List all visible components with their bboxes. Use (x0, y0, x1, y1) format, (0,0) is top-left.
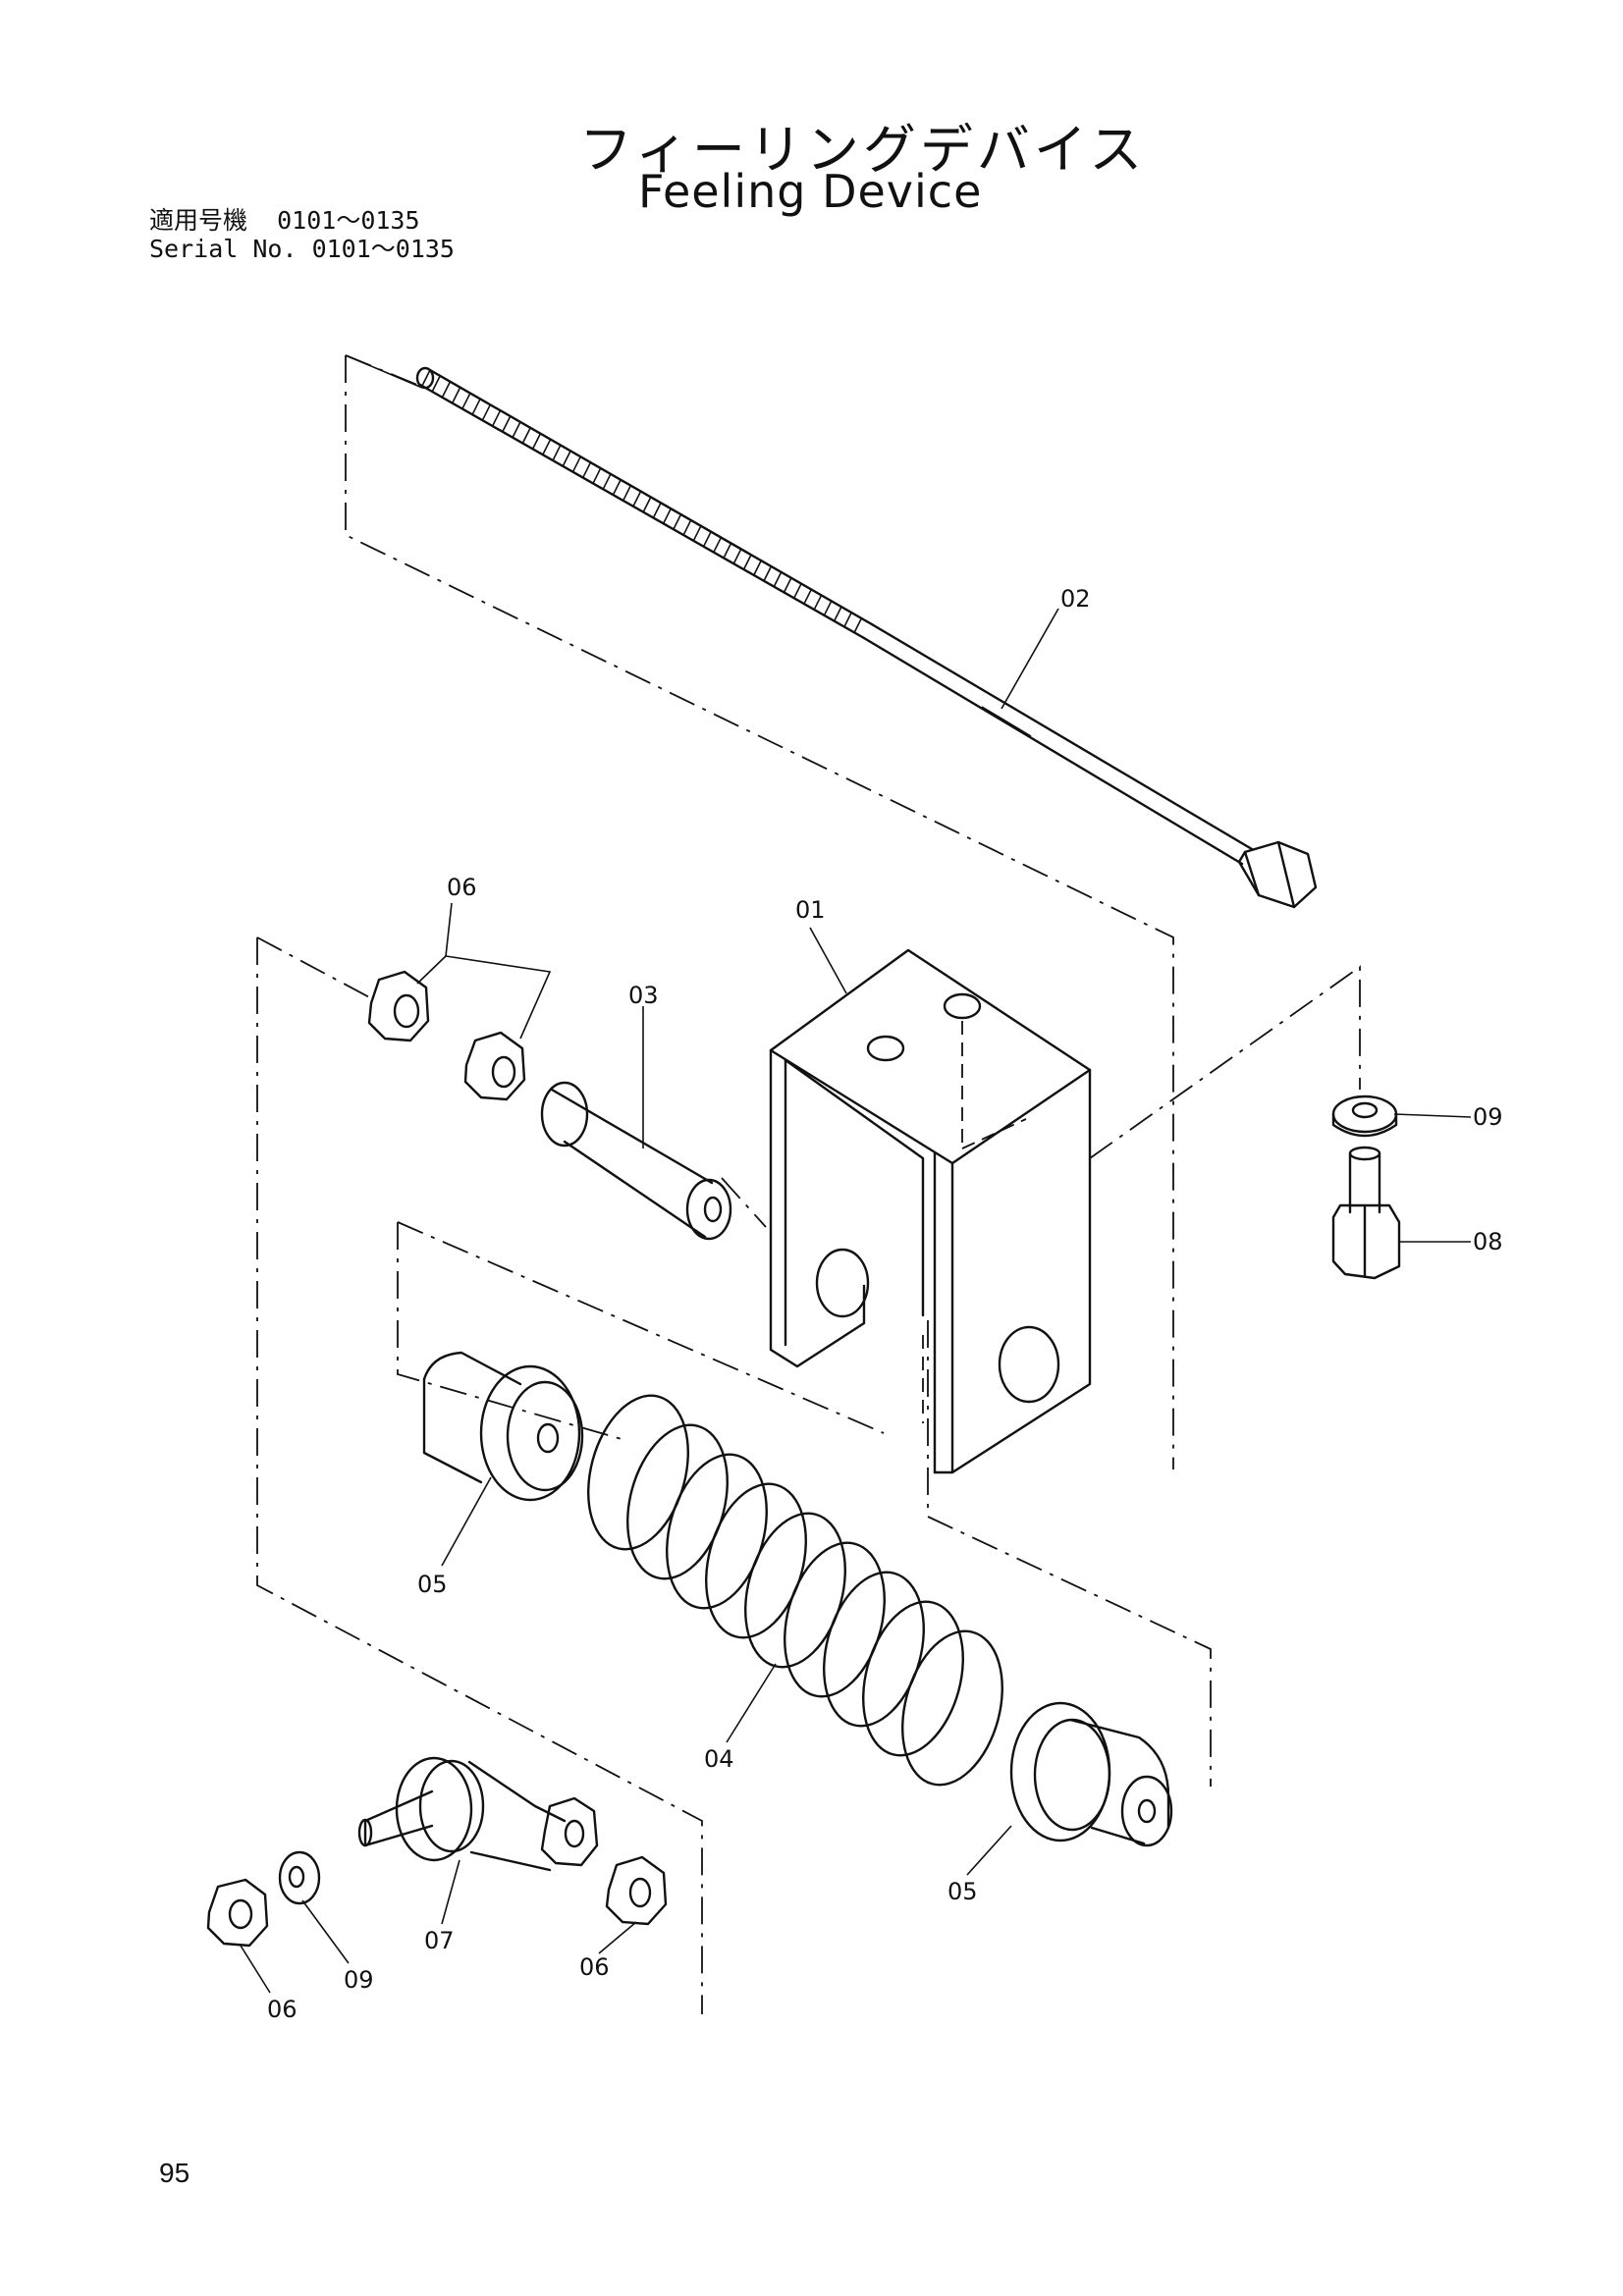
bolt-thread-tick (612, 479, 622, 496)
part-06-nuts-bottom (206, 1855, 668, 1948)
bolt-thread-tick (723, 542, 732, 560)
bolt-thread-tick (481, 403, 492, 421)
bolt-thread-tick (542, 439, 552, 455)
bolt-thread-tick (662, 507, 673, 525)
label-part-05-upper: 05 (417, 1571, 448, 1598)
label-part-08: 08 (1473, 1228, 1503, 1255)
bolt-thread-tick (682, 519, 692, 536)
label-part-03: 03 (628, 982, 659, 1009)
bolt-thread-tick (642, 496, 652, 513)
part-08-small-bolt (1331, 1146, 1401, 1280)
assembly-frame-lines (256, 354, 1361, 2014)
serial-range-jp: 0101〜0135 (277, 206, 420, 235)
label-part-09-lower: 09 (344, 1966, 374, 1994)
bolt-thread-tick (692, 524, 702, 542)
spring-coil (587, 1394, 689, 1551)
spring-coil (901, 1629, 1003, 1787)
bolt-thread-tick (431, 375, 441, 393)
label-part-05-lower: 05 (947, 1878, 978, 1905)
label-part-06-top: 06 (447, 874, 477, 901)
bolt-thread-tick (521, 427, 531, 444)
spring-coil (823, 1571, 925, 1728)
bolt-thread-tick (552, 444, 562, 461)
bolt-thread-tick (773, 570, 783, 588)
bolt-thread-tick (802, 588, 813, 606)
bolt-thread-tick (602, 473, 612, 490)
bolt-thread-tick (792, 582, 803, 600)
label-part-06-bottom-right: 06 (579, 1953, 610, 1981)
title-japanese: フィーリングデバイス (579, 119, 1147, 181)
spring-coil (626, 1423, 729, 1580)
label-part-04: 04 (704, 1745, 734, 1773)
bolt-thread-tick (531, 433, 542, 450)
serial-line-japanese: 適用号機 0101〜0135 (149, 201, 420, 237)
spring-coil (862, 1600, 964, 1757)
serial-label-jp: 適用号機 (149, 206, 248, 235)
bolt-thread-tick (763, 565, 773, 582)
part-04-spring (587, 1394, 1003, 1787)
label-part-01: 01 (795, 896, 826, 924)
part-06-nuts-top (367, 955, 552, 1101)
serial-line-english: Serial No. 0101〜0135 (149, 230, 455, 265)
part-01-u-bracket (769, 948, 1092, 1474)
bolt-thread-tick (712, 536, 723, 554)
label-part-02: 02 (1060, 585, 1091, 613)
bolt-thread-tick (421, 369, 431, 387)
bolt-thread-tick (571, 455, 582, 473)
part-05-spring-seat-upper (422, 1351, 584, 1502)
part-07-rod-end (357, 1756, 599, 1872)
part-05-spring-seat-lower (1009, 1701, 1173, 1847)
bolt-thread-tick (512, 421, 521, 439)
bolt-thread-tick (672, 513, 682, 530)
bolt-thread-tick (833, 606, 843, 622)
page-number: 95 (159, 2158, 190, 2188)
bolt-thread-tick (702, 530, 713, 548)
leader-lines (240, 608, 1472, 1994)
title-english: Feeling Device (638, 165, 983, 218)
bolt-thread-tick (622, 484, 632, 502)
bolt-thread-tick (652, 502, 662, 519)
bolt-thread-tick (491, 409, 502, 427)
bolt-thread-tick (813, 594, 823, 612)
bolt-thread-tick (842, 611, 853, 628)
label-part-06-bottom-left: 06 (267, 1996, 298, 2023)
serial-range-en: 0101〜0135 (311, 235, 455, 263)
part-09-washer-right (1331, 1095, 1398, 1138)
label-part-07: 07 (424, 1927, 455, 1954)
bolt-thread-tick (471, 398, 481, 415)
bolt-thread-tick (441, 381, 452, 399)
spring-coil (666, 1453, 768, 1610)
bolt-thread-tick (742, 554, 752, 570)
bolt-thread-tick (562, 450, 571, 467)
serial-label-en: Serial No. (149, 235, 298, 263)
bolt-thread-tick (632, 490, 642, 507)
bolt-thread-tick (823, 600, 833, 616)
bolt-thread-tick (581, 461, 592, 479)
bolt-thread-tick (592, 467, 602, 485)
bolt-thread-tick (853, 616, 863, 634)
bolt-thread-tick (752, 560, 763, 576)
bolt-thread-tick (451, 387, 461, 403)
label-part-09-right: 09 (1473, 1103, 1503, 1131)
part-09-washer-lower (278, 1850, 321, 1905)
spring-coil (705, 1482, 807, 1639)
bolt-thread-tick (502, 415, 512, 433)
part-03-pin (540, 1081, 732, 1241)
bolt-thread-tick (783, 576, 792, 594)
bolt-thread-tick (461, 393, 471, 409)
bolt-thread-tick (732, 548, 742, 565)
part-02-long-bolt (345, 354, 1318, 909)
spring-coil (784, 1541, 886, 1698)
